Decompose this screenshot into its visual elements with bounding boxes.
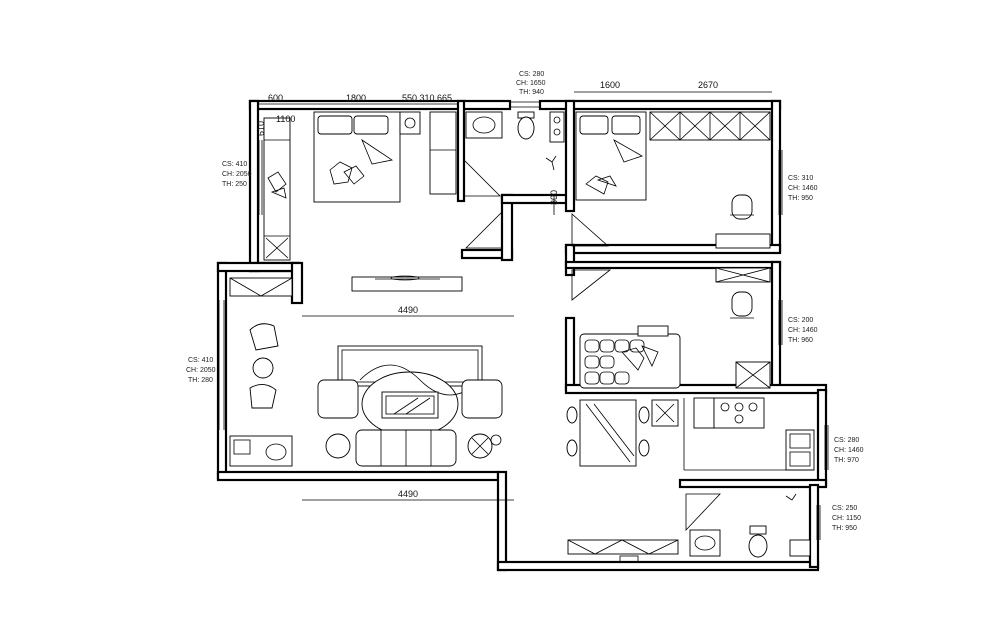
tag-study-cs: CS: 200 (788, 317, 813, 324)
tag-kitchen-ch: CH: 1460 (834, 447, 864, 454)
doors (463, 159, 612, 301)
dim-right-2670: 2670 (698, 80, 718, 90)
tag-bath-top-th: TH: 940 (519, 89, 544, 96)
dim-top-600: 600 (268, 93, 283, 103)
dim-top-small: 550 310 665 (402, 93, 452, 103)
dimension-lines (258, 91, 772, 501)
tag-bath2-cs: CS: 250 (832, 505, 857, 512)
dining (566, 399, 650, 467)
tag-master-ch: CH: 2050 (222, 171, 252, 178)
bathroom-1 (465, 111, 565, 171)
bathroom-2 (567, 493, 811, 563)
tag-living-ch: CH: 2050 (186, 367, 216, 374)
tag-bed2-th: TH: 950 (788, 195, 813, 202)
tag-study-ch: CH: 1460 (788, 327, 818, 334)
dim-left-610: 610 (256, 121, 266, 136)
dim-left-1100: 1100 (276, 114, 295, 124)
dimension-labels: 600 1800 550 310 665 610 1100 1600 2670 … (256, 80, 718, 499)
tag-living-cs: CS: 410 (188, 357, 213, 364)
walls (216, 99, 828, 572)
tag-bath-top-ch: CH: 1650 (516, 80, 546, 87)
tag-master-th: TH: 250 (222, 181, 247, 188)
tag-bath-top-cs: CS: 280 (519, 71, 544, 78)
tag-kitchen-th: TH: 970 (834, 457, 859, 464)
tag-bed2-cs: CS: 310 (788, 175, 813, 182)
dim-living-lower: 4490 (398, 489, 418, 499)
living-room (229, 277, 503, 467)
tag-bath2-ch: CH: 1150 (832, 515, 861, 522)
tag-living-th: TH: 280 (188, 377, 213, 384)
master-bedroom (263, 111, 463, 292)
bedroom-2 (575, 111, 771, 249)
dim-top-1800: 1800 (346, 93, 366, 103)
dim-living-upper: 4490 (398, 305, 418, 315)
bedroom-3 (579, 267, 771, 389)
tag-study-th: TH: 960 (788, 337, 813, 344)
tag-kitchen-cs: CS: 280 (834, 437, 859, 444)
tag-master-cs: CS: 410 (222, 161, 247, 168)
window-tags: CS: 280 CH: 1650 TH: 940 CS: 410 CH: 205… (186, 71, 864, 532)
kitchen (651, 397, 815, 471)
dim-right-1600: 1600 (600, 80, 620, 90)
tag-bed2-ch: CH: 1460 (788, 185, 818, 192)
tag-bath2-th: TH: 950 (832, 525, 857, 532)
windows (218, 101, 829, 540)
dim-vertical-300: 300 (549, 190, 559, 205)
